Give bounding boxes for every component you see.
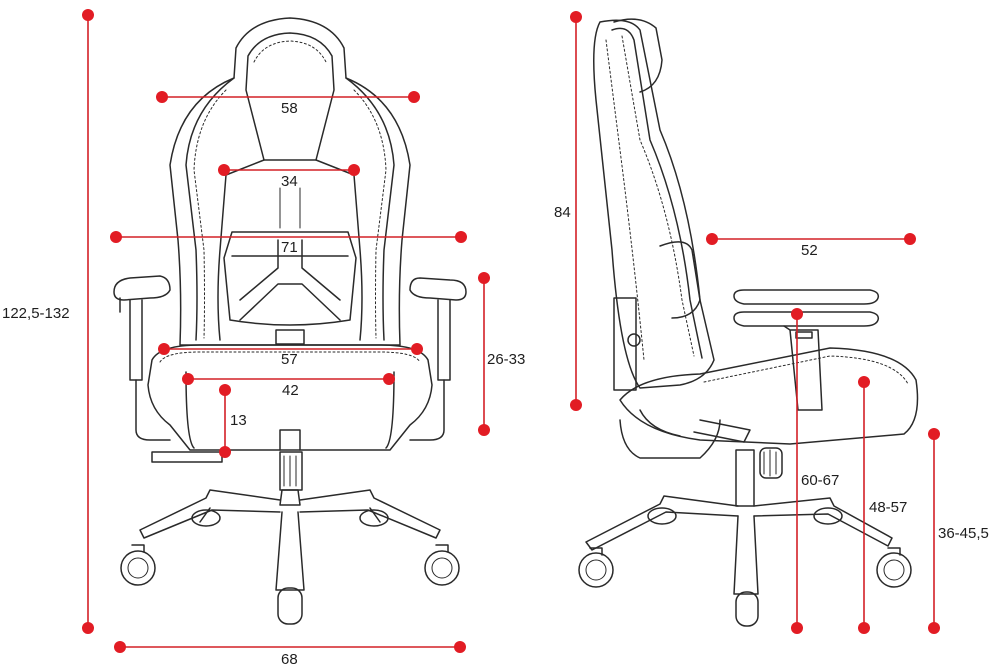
dim-backrest-width xyxy=(110,231,467,243)
dim-seat-width xyxy=(182,373,395,385)
dim-armrest-inner-width xyxy=(158,343,423,355)
dim-armrest-height xyxy=(478,272,490,436)
label-armrest-inner-width: 57 xyxy=(281,351,298,368)
label-armrest-height: 26-33 xyxy=(487,351,525,368)
dim-seat-front-height xyxy=(858,376,870,634)
dim-base-width xyxy=(114,641,466,653)
dim-seat-depth xyxy=(706,233,916,245)
label-backrest-width: 71 xyxy=(281,239,298,256)
label-seat-thickness: 13 xyxy=(230,412,247,429)
dim-headrest-width xyxy=(156,91,420,103)
label-total-height: 122,5-132 xyxy=(2,305,70,322)
front-view-chair xyxy=(113,17,467,625)
dim-backrest-height xyxy=(570,11,582,411)
dim-seat-height xyxy=(928,428,940,634)
label-backrest-height: 84 xyxy=(554,204,571,221)
label-lumbar-width: 34 xyxy=(281,173,298,190)
label-seat-depth: 52 xyxy=(801,242,818,259)
label-headrest-width: 58 xyxy=(281,100,298,117)
dim-seat-thickness xyxy=(219,384,231,458)
side-view-chair xyxy=(578,18,919,627)
label-seat-height: 36-45,5 xyxy=(938,525,989,542)
dim-lumbar-width xyxy=(218,164,360,176)
label-base-width: 68 xyxy=(281,651,298,668)
label-armrest-floor-height: 60-67 xyxy=(801,472,839,489)
label-seat-front-height: 48-57 xyxy=(869,499,907,516)
dim-armrest-floor-height xyxy=(791,308,803,634)
label-seat-width: 42 xyxy=(282,382,299,399)
dim-total-height xyxy=(82,9,94,634)
